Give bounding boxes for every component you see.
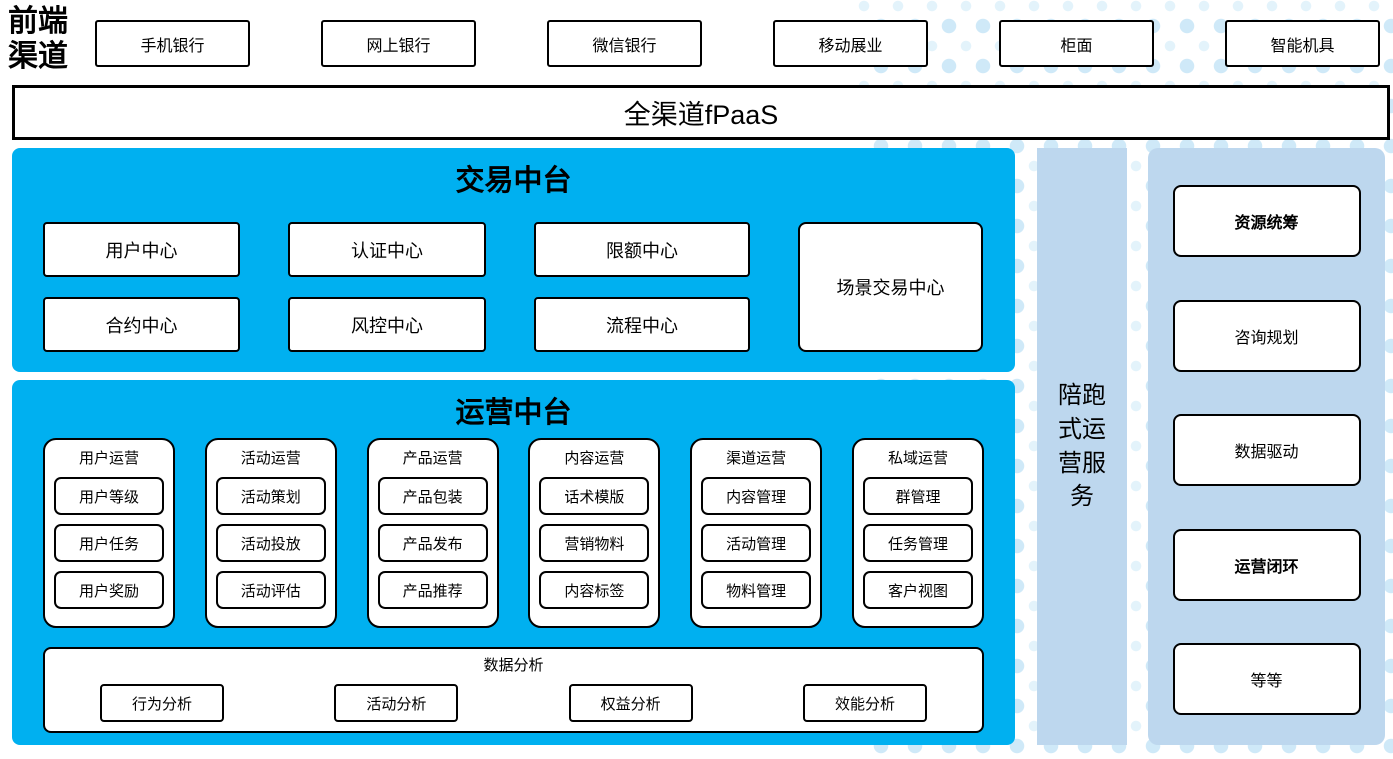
item-user-reward: 用户奖励 (54, 571, 164, 609)
cell-user-center: 用户中心 (43, 222, 240, 277)
item-user-task: 用户任务 (54, 524, 164, 562)
data-analysis-row: 行为分析 活动分析 权益分析 效能分析 (45, 675, 982, 722)
item-activity-evaluation: 活动评估 (215, 571, 326, 609)
strip-label: 陪跑式运营服务 (1058, 382, 1106, 511)
item-marketing-material: 营销物料 (539, 524, 650, 562)
item-customer-view: 客户视图 (862, 571, 973, 609)
group-title: 内容运营 (564, 450, 625, 467)
item-product-release: 产品发布 (377, 524, 488, 562)
channel-box-wechat-banking: 微信银行 (547, 20, 702, 67)
trading-platform-block: 交易中台 用户中心 认证中心 限额中心 场景交易中心 合约中心 风控中心 流程中… (12, 148, 1015, 372)
item-product-packaging: 产品包装 (377, 477, 488, 515)
item-script-template: 话术模版 (539, 477, 650, 515)
operations-platform-title: 运营中台 (455, 397, 572, 429)
cell-process-center: 流程中心 (534, 297, 750, 352)
fpaas-bar: 全渠道fPaaS (12, 85, 1390, 140)
item-product-recommendation: 产品推荐 (377, 571, 488, 609)
service-data-driven: 数据驱动 (1172, 414, 1361, 486)
service-resource-coordination: 资源统筹 (1172, 185, 1361, 257)
channel-box-mobile-banking: 手机银行 (95, 20, 250, 67)
item-content-management: 内容管理 (701, 477, 812, 515)
item-material-management: 物料管理 (701, 571, 812, 609)
channel-box-smart-devices: 智能机具 (1225, 20, 1380, 67)
front-channels-label: 前端渠道 (8, 5, 68, 73)
cell-auth-center: 认证中心 (288, 222, 486, 277)
channel-box-counter: 柜面 (999, 20, 1154, 67)
channel-box-online-banking: 网上银行 (321, 20, 476, 67)
group-product-operations: 产品运营 产品包装 产品发布 产品推荐 (366, 438, 499, 628)
service-etc: 等等 (1172, 643, 1361, 715)
cell-risk-center: 风控中心 (288, 297, 486, 352)
group-private-domain-operations: 私域运营 群管理 任务管理 客户视图 (851, 438, 984, 628)
group-title: 活动运营 (240, 450, 301, 467)
item-group-management: 群管理 (862, 477, 973, 515)
trading-platform-title: 交易中台 (455, 165, 572, 197)
channel-box-mobile-outreach: 移动展业 (773, 20, 928, 67)
group-activity-operations: 活动运营 活动策划 活动投放 活动评估 (204, 438, 337, 628)
group-title: 产品运营 (402, 450, 463, 467)
service-consulting-planning: 咨询规划 (1172, 299, 1361, 372)
group-content-operations: 内容运营 话术模版 营销物料 内容标签 (528, 438, 661, 628)
service-panel: 资源统筹 咨询规划 数据驱动 运营闭环 等等 (1148, 148, 1385, 745)
operations-groups-row: 用户运营 用户等级 用户任务 用户奖励 活动运营 活动策划 活动投放 活动评估 … (43, 438, 984, 628)
data-analysis-title: 数据分析 (483, 657, 544, 674)
group-channel-operations: 渠道运营 内容管理 活动管理 物料管理 (690, 438, 823, 628)
trading-platform-grid: 用户中心 认证中心 限额中心 场景交易中心 合约中心 风控中心 流程中心 (43, 222, 998, 352)
service-operations-loop: 运营闭环 (1172, 528, 1361, 601)
item-rights-analysis: 权益分析 (568, 684, 693, 722)
cell-scenario-trading-center: 场景交易中心 (798, 222, 983, 352)
cell-limit-center: 限额中心 (534, 222, 750, 277)
data-analysis-box: 数据分析 行为分析 活动分析 权益分析 效能分析 (43, 647, 984, 733)
group-title: 私域运营 (887, 450, 948, 467)
cell-contract-center: 合约中心 (43, 297, 240, 352)
group-title: 用户运营 (78, 450, 139, 467)
operations-platform-block: 运营中台 用户运营 用户等级 用户任务 用户奖励 活动运营 活动策划 活动投放 … (12, 380, 1015, 745)
item-task-management: 任务管理 (862, 524, 973, 562)
front-channels-row: 手机银行 网上银行 微信银行 移动展业 柜面 智能机具 (95, 20, 1380, 67)
item-activity-delivery: 活动投放 (215, 524, 326, 562)
item-activity-planning: 活动策划 (215, 477, 326, 515)
item-content-tag: 内容标签 (539, 571, 650, 609)
item-efficiency-analysis: 效能分析 (802, 684, 927, 722)
item-user-level: 用户等级 (54, 477, 164, 515)
item-behavior-analysis: 行为分析 (100, 684, 224, 722)
item-activity-analysis: 活动分析 (334, 684, 459, 722)
accompanying-operations-service-strip: 陪跑式运营服务 (1037, 148, 1127, 745)
item-activity-management: 活动管理 (701, 524, 812, 562)
group-user-operations: 用户运营 用户等级 用户任务 用户奖励 (43, 438, 175, 628)
group-title: 渠道运营 (726, 450, 787, 467)
